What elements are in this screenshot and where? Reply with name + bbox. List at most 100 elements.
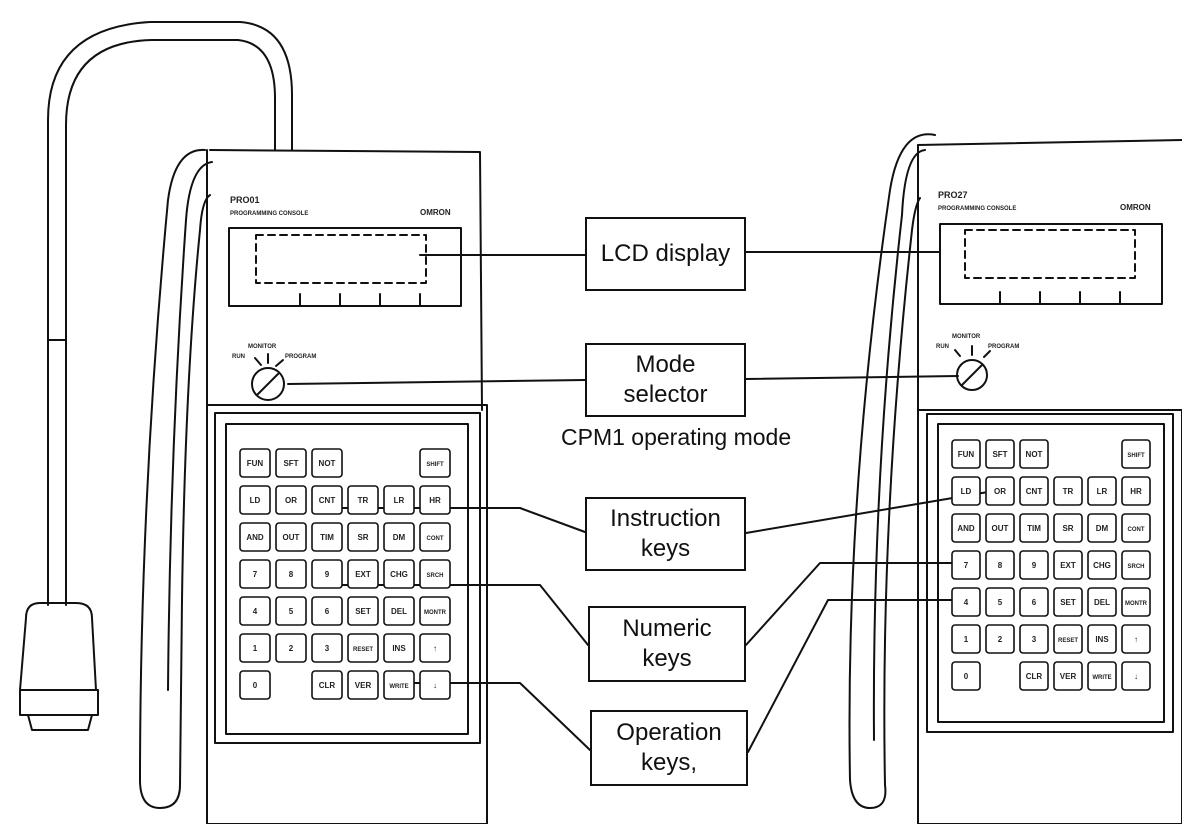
right-console-key (1121, 624, 1151, 654)
right-model-text: PRO27 (938, 190, 968, 200)
left-console-key-label: LR (394, 496, 405, 505)
right-console-key (1053, 661, 1083, 691)
right-console-key-label: MONTR (1125, 601, 1148, 607)
right-console-key-label: TIM (1027, 524, 1041, 533)
left-console-key (275, 559, 307, 589)
left-console-key-label: 5 (289, 607, 294, 616)
right-console-key (1053, 624, 1083, 654)
left-console-key (311, 670, 343, 700)
left-console-key-label: 4 (253, 607, 258, 616)
right-console-key-label: TR (1063, 487, 1074, 496)
right-console-key (985, 439, 1015, 469)
right-console-key-label: SHIFT (1127, 453, 1145, 459)
right-console-key (1087, 476, 1117, 506)
right-console-key-label: SFT (992, 450, 1007, 459)
right-console-key-label: 7 (964, 561, 969, 570)
left-console-key (419, 485, 451, 515)
right-console-key (951, 661, 981, 691)
left-console-key-label: 7 (253, 570, 258, 579)
left-console-key-label: 8 (289, 570, 294, 579)
right-console-key-label: NOT (1026, 450, 1043, 459)
left-subtitle-text: PROGRAMMING CONSOLE (230, 211, 308, 217)
left-console-key (311, 522, 343, 552)
left-lcd-window (228, 227, 462, 307)
left-console-key (383, 485, 415, 515)
right-mode-knob (956, 359, 988, 391)
right-console-key (985, 513, 1015, 543)
right-console-key-label: 5 (998, 598, 1003, 607)
numeric-keys-callout: Numeric keys (588, 606, 746, 682)
mode-selector-label-1: Mode (635, 351, 696, 378)
left-console-key (347, 485, 379, 515)
left-console-key-label: HR (429, 496, 441, 505)
left-console-key (239, 670, 271, 700)
left-console-key (239, 522, 271, 552)
right-console-key (951, 550, 981, 580)
right-console-key (1019, 513, 1049, 543)
left-console-key-label: OUT (283, 533, 300, 542)
left-console-key-label: 9 (325, 570, 330, 579)
left-console-key-label: ↑ (433, 644, 437, 653)
numeric-keys-label-1: Numeric (622, 615, 712, 642)
right-console-key-label: AND (957, 524, 975, 533)
left-console-key-label: 1 (253, 644, 258, 653)
right-console-key-label: CLR (1026, 672, 1043, 681)
left-cable (47, 21, 293, 606)
left-console-key-label: INS (392, 644, 406, 653)
left-console-key (275, 485, 307, 515)
right-console-key-label: 3 (1032, 635, 1037, 644)
right-console-key (1121, 661, 1151, 691)
left-connector (19, 602, 97, 691)
right-mode-label-program: PROGRAM (988, 344, 1019, 350)
right-strap (848, 133, 936, 809)
left-console-key-label: TIM (320, 533, 334, 542)
left-console-key (347, 670, 379, 700)
right-console-key-label: WRITE (1092, 675, 1111, 681)
right-console-key-label: INS (1095, 635, 1109, 644)
instruction-keys-callout: Instruction keys (585, 497, 746, 571)
right-console-key-label: ↓ (1134, 672, 1138, 681)
right-console-key (1019, 476, 1049, 506)
left-console-key (239, 448, 271, 478)
numeric-keys-label-2: keys (642, 645, 692, 672)
left-console-key (311, 633, 343, 663)
left-console-key-label: CHG (390, 570, 408, 579)
left-console-key-label: SFT (283, 459, 298, 468)
right-console-key (1121, 439, 1151, 469)
left-console-key (347, 633, 379, 663)
left-console-key-label: MONTR (424, 610, 447, 616)
left-console-key-label: 2 (289, 644, 294, 653)
left-console-key-label: NOT (319, 459, 336, 468)
right-console-key (1121, 587, 1151, 617)
right-console-key (951, 439, 981, 469)
right-console-key (1019, 439, 1049, 469)
right-console-key-label: OUT (992, 524, 1009, 533)
right-console-key-label: 2 (998, 635, 1003, 644)
left-console-key-label: ↓ (433, 681, 437, 690)
operating-mode-caption: CPM1 operating mode (561, 424, 792, 450)
left-console-key (383, 559, 415, 589)
instruction-keys-label-2: keys (640, 535, 691, 562)
right-console-key-label: 1 (964, 635, 969, 644)
right-console-key-label: 8 (998, 561, 1003, 570)
left-mode-label-monitor: MONITOR (248, 344, 277, 350)
left-console-key-label: CLR (319, 681, 336, 690)
right-console-key-label: SRCH (1127, 564, 1144, 570)
right-console-key (985, 587, 1015, 617)
right-console-key-label: DEL (1094, 598, 1110, 607)
left-console-key-label: DEL (391, 607, 407, 616)
left-console-key-label: SRCH (426, 573, 443, 579)
right-console (917, 139, 1182, 824)
left-console-key-label: TR (358, 496, 369, 505)
right-console-key (1087, 513, 1117, 543)
right-console-key-label: LR (1097, 487, 1108, 496)
left-console-key (383, 670, 415, 700)
right-console-key-label: 9 (1032, 561, 1037, 570)
left-console-key (347, 596, 379, 626)
left-console-key (419, 448, 451, 478)
left-console-key (239, 559, 271, 589)
instruction-keys-label-1: Instruction (610, 505, 721, 532)
operation-keys-label-2: keys, (640, 749, 697, 776)
right-mode-label-run: RUN (936, 344, 949, 350)
